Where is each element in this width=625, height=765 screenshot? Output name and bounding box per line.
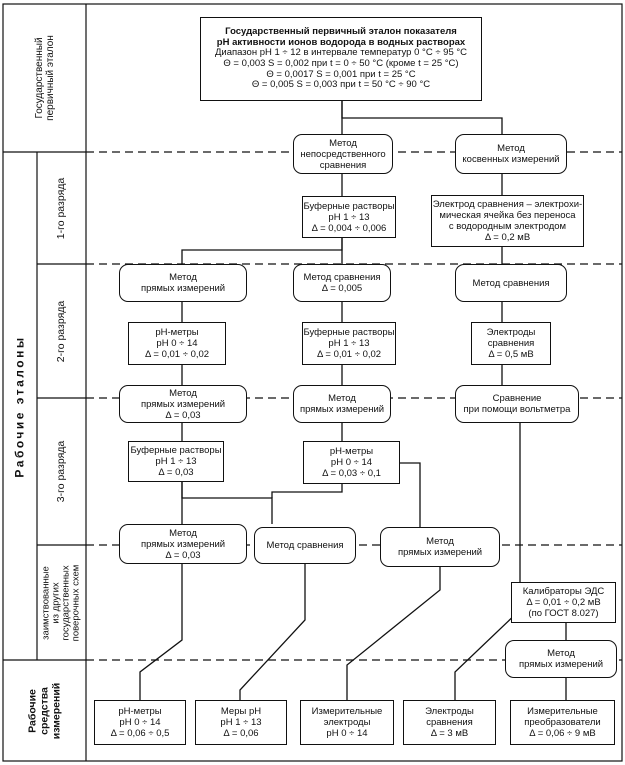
working-standards-label: Рабочие эталоны — [12, 334, 27, 478]
method-comparison-right-g1: Метод сравнения — [455, 264, 567, 302]
primary-standard-box: Государственный первичный эталон показат… — [200, 17, 482, 101]
method-comparison-g3: Метод сравнения — [254, 527, 356, 564]
grade1-reference-electrode: Электрод сравнения – электрохи-мическая … — [431, 195, 584, 247]
third-grade-label: 3-го разряда — [55, 440, 68, 503]
first-grade-label: 1-го разряда — [55, 177, 68, 239]
second-grade-label: 2-го разряда — [55, 300, 68, 362]
outer-frame — [2, 3, 623, 762]
